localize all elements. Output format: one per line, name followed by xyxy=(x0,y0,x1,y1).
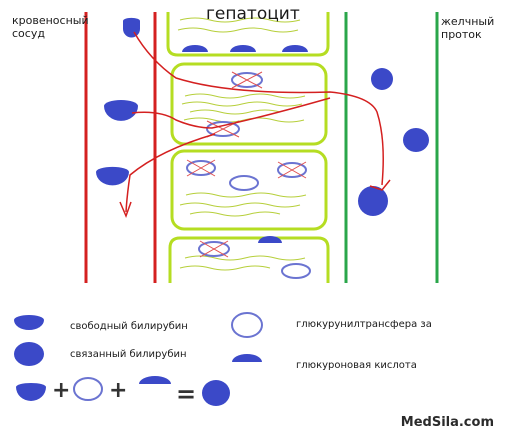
blood-vessel-label: кровеносный сосуд xyxy=(12,14,89,40)
equation-equals: = xyxy=(176,380,197,408)
bound-bilirubin-in-duct xyxy=(358,68,429,216)
equation-bound-bilirubin-icon xyxy=(202,380,230,406)
legend-bound-bilirubin-icon xyxy=(14,342,44,366)
bile-duct-label: желчный проток xyxy=(441,15,495,41)
equation-transferase-icon xyxy=(73,377,103,401)
equation-plus-1: + xyxy=(52,378,71,403)
transport-arrows xyxy=(119,31,391,219)
hepatocyte-label: гепатоцит xyxy=(206,4,300,24)
watermark: MedSila.com xyxy=(400,415,494,430)
equation-free-bilirubin-icon xyxy=(16,383,46,401)
legend-free-bilirubin-label: свободный билирубин xyxy=(70,321,188,332)
legend-transferase-label: глюкурунилтрансфера за xyxy=(296,319,432,330)
legend-free-bilirubin-icon xyxy=(14,315,44,330)
hepatocyte-cell-1 xyxy=(170,62,328,146)
equation-glucuronic-acid-icon xyxy=(139,376,171,384)
glucuronic-acid-molecules xyxy=(182,45,308,243)
legend-transferase-icon xyxy=(231,312,263,338)
hepatocyte-cell-2 xyxy=(170,149,328,231)
legend-bound-bilirubin-label: связанный билирубин xyxy=(70,349,187,360)
cytoplasm-fibers xyxy=(177,17,307,271)
enzyme-molecules xyxy=(186,72,311,279)
hepatocyte-bottom xyxy=(168,236,330,283)
equation-plus-2: + xyxy=(109,378,128,403)
legend-glucuronic-acid-icon xyxy=(232,354,262,362)
free-bilirubin-in-vessel xyxy=(96,17,140,186)
legend-glucuronic-acid-label: глюкуроновая кислота xyxy=(296,360,417,371)
hepatocyte-top xyxy=(166,12,330,57)
